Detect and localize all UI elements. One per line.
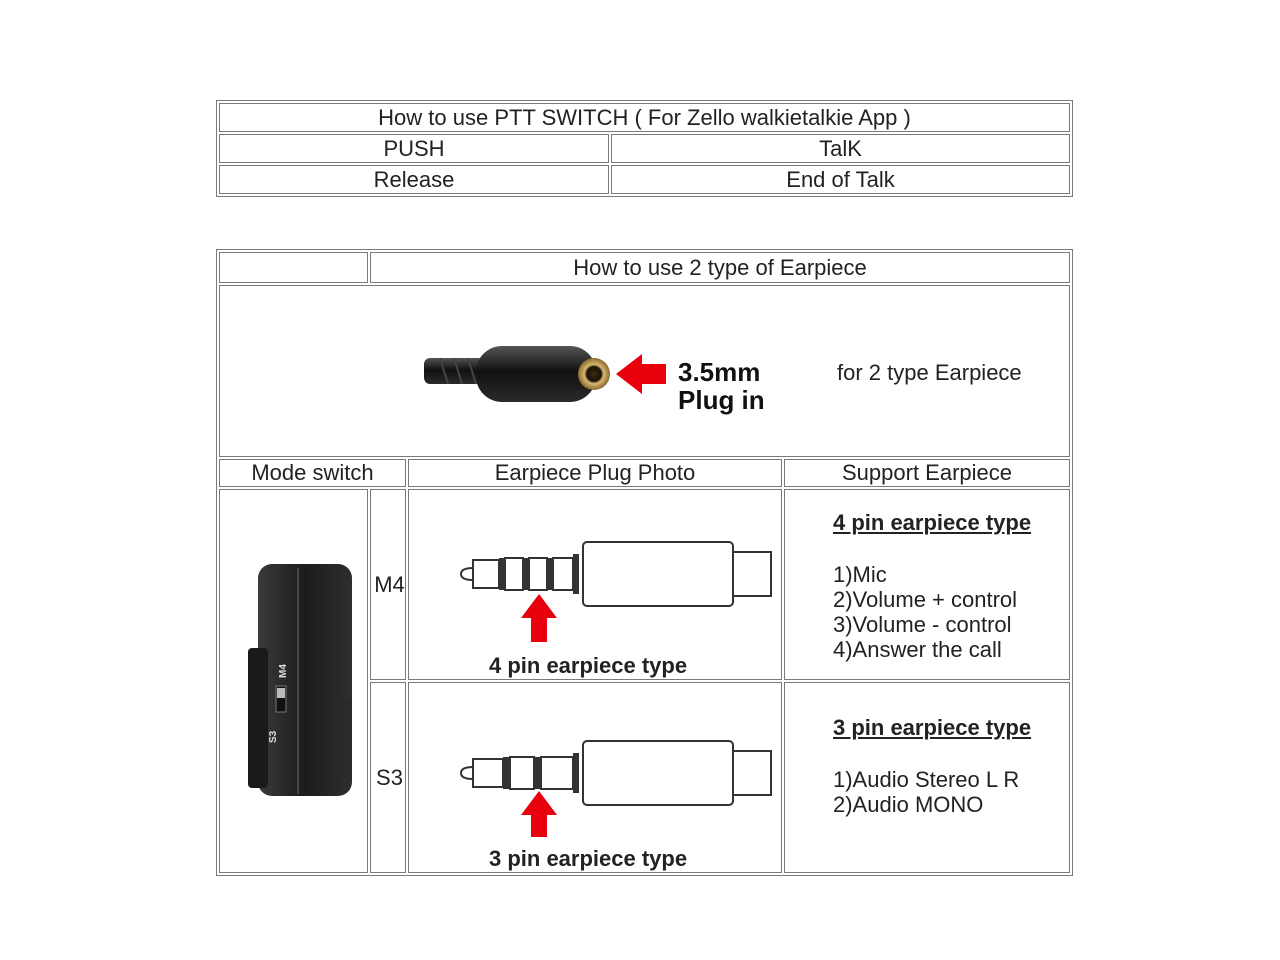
- ptt-result-cell: End of Talk: [611, 165, 1070, 194]
- list-item: 3)Volume - control: [833, 612, 1012, 637]
- support-cell-4pin: 4 pin earpiece type 1)Mic 2)Volume + con…: [784, 489, 1070, 680]
- ptt-table-title: How to use PTT SWITCH ( For Zello walkie…: [219, 103, 1070, 132]
- header-support: Support Earpiece: [784, 459, 1070, 487]
- plug-caption-text: Plug in: [678, 385, 765, 415]
- mode-label-s3: S3: [370, 682, 406, 873]
- ptt-result-cell: TalK: [611, 134, 1070, 163]
- list-item: 2)Volume + control: [833, 587, 1018, 612]
- support-title-3pin: 3 pin earpiece type: [833, 715, 1032, 740]
- table-row: Release End of Talk: [219, 165, 1070, 194]
- table-row: S3 3 pin earpiece type 3 pin: [219, 682, 1070, 873]
- device-photo-cell: M4 S3: [219, 489, 368, 873]
- device-label-m4: M4: [278, 664, 289, 678]
- header-plug-photo: Earpiece Plug Photo: [408, 459, 782, 487]
- plug-photo-cell-4pin: 4 pin earpiece type: [408, 489, 782, 680]
- table-row: M4 S3 M4: [219, 489, 1070, 873]
- earpiece-table-title: How to use 2 type of Earpiece: [370, 252, 1070, 283]
- plug-in-cell: 3.5mm Plug in for 2 type Earpiece: [219, 285, 1070, 457]
- jack-socket-photo: [424, 346, 666, 402]
- ptt-action-cell: Release: [219, 165, 609, 194]
- plug-caption-size: 3.5mm: [678, 357, 761, 387]
- list-item: 1)Mic: [833, 562, 887, 587]
- list-item: 4)Answer the call: [833, 637, 1002, 662]
- plug-photo-caption-4pin: 4 pin earpiece type: [489, 653, 688, 678]
- header-mode-switch: Mode switch: [219, 459, 406, 487]
- plug-photo-cell-3pin: 3 pin earpiece type: [408, 682, 782, 873]
- earpiece-table: How to use 2 type of Earpiece: [216, 249, 1073, 876]
- device-label-s3: S3: [268, 730, 279, 743]
- mode-label-m4: M4: [370, 489, 406, 680]
- plug-photo-caption-3pin: 3 pin earpiece type: [489, 846, 688, 871]
- support-cell-3pin: 3 pin earpiece type 1)Audio Stereo L R 2…: [784, 682, 1070, 873]
- empty-cell: [219, 252, 368, 283]
- list-item: 2)Audio MONO: [833, 792, 984, 817]
- table-row: PUSH TalK: [219, 134, 1070, 163]
- mode-switch-device-photo: M4 S3: [247, 564, 352, 796]
- four-pin-plug-diagram: [459, 541, 772, 642]
- ptt-table: How to use PTT SWITCH ( For Zello walkie…: [216, 100, 1073, 197]
- list-item: 1)Audio Stereo L R: [833, 767, 1020, 792]
- plug-note: for 2 type Earpiece: [837, 360, 1022, 385]
- support-title-4pin: 4 pin earpiece type: [833, 510, 1032, 535]
- three-pin-plug-diagram: [459, 740, 772, 837]
- ptt-action-cell: PUSH: [219, 134, 609, 163]
